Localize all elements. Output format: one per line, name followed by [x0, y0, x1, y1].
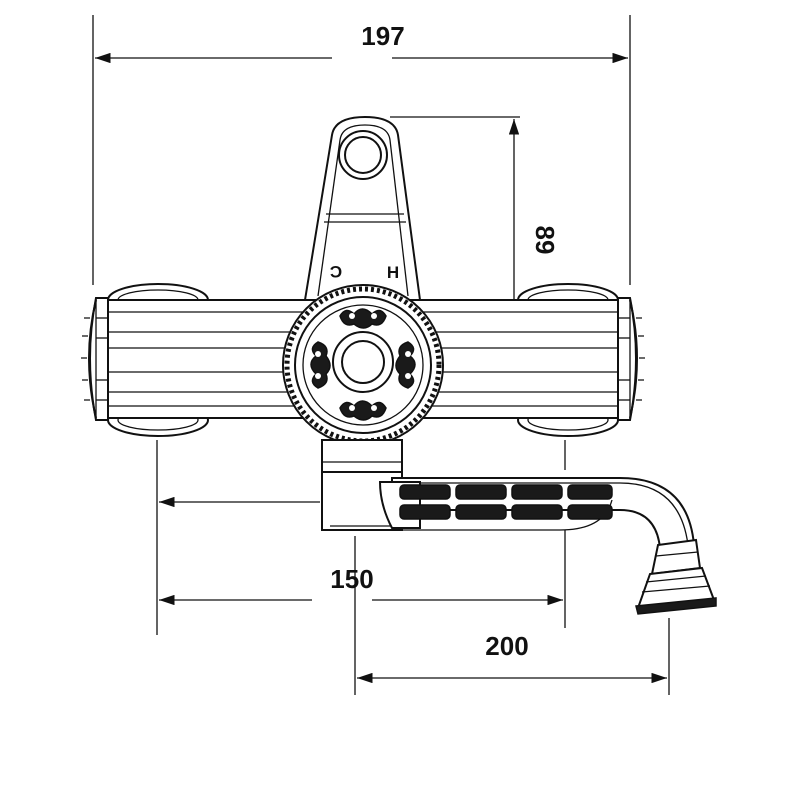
dimension-wall-to-spout: 150 — [156, 440, 566, 635]
ornament-right — [395, 341, 416, 389]
dimension-label-overall-width: 197 — [361, 21, 404, 51]
dimension-label-wall-to-spout: 150 — [330, 564, 373, 594]
dimension-overall-width: 197 — [92, 15, 631, 285]
right-end-cap — [617, 297, 645, 421]
cold-label: C — [330, 262, 342, 281]
lever-handle: C H — [303, 115, 422, 301]
ornament-top — [339, 308, 387, 329]
ornament-bottom — [339, 400, 387, 421]
spout-ornament-row-bottom — [399, 504, 613, 520]
dimension-label-outlet-height: 89 — [530, 226, 560, 255]
ornament-left — [310, 341, 331, 389]
spout-ornament-row-top — [399, 484, 613, 500]
spout — [378, 477, 717, 615]
spout-aerator — [635, 538, 717, 615]
left-end-cap — [81, 297, 109, 421]
lever-top-ring — [338, 130, 388, 180]
dimension-spout-reach: 200 — [354, 536, 670, 695]
central-valve-rosette — [282, 284, 444, 446]
dimension-label-spout-reach: 200 — [485, 631, 528, 661]
hot-label: H — [387, 263, 399, 282]
